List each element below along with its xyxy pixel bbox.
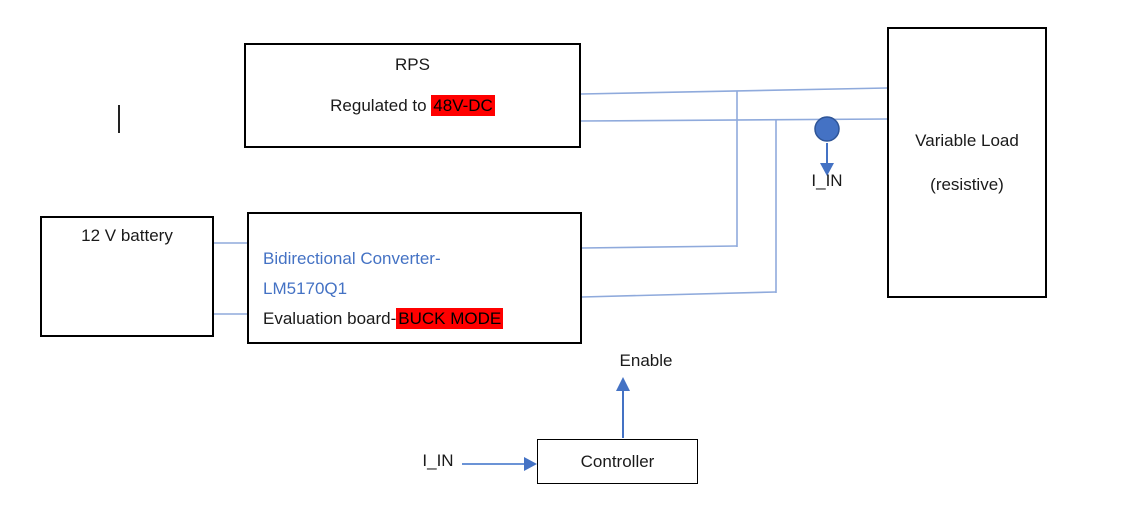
probe-current-label: I_IN xyxy=(811,171,843,190)
load-label-line1: Variable Load xyxy=(915,130,1019,150)
converter-title-line1: Bidirectional Converter- xyxy=(263,249,441,268)
battery-block: 12 V battery xyxy=(40,216,214,337)
wire-converter-out-top xyxy=(581,245,738,249)
converter-block: Bidirectional Converter- LM5170Q1 Evalua… xyxy=(247,212,582,344)
rps-subtitle-prefix: Regulated to xyxy=(330,96,432,115)
current-probe-node xyxy=(814,116,840,142)
enable-label: Enable xyxy=(619,351,673,370)
rps-voltage-highlight: 48V-DC xyxy=(431,95,495,116)
battery-label: 12 V battery xyxy=(81,226,173,245)
probe-arrow-head-icon xyxy=(820,163,834,176)
wire-converter-out-bottom xyxy=(581,291,777,298)
wire-rps-load-bottom xyxy=(580,118,888,122)
stray-cursor-mark xyxy=(118,105,120,133)
controller-input-label: I_IN xyxy=(422,451,454,470)
controller-block: Controller xyxy=(537,439,698,484)
rps-title: RPS xyxy=(395,55,430,74)
rps-block: RPS Regulated to 48V-DC xyxy=(244,43,581,148)
controller-input-arrow-head-icon xyxy=(524,457,537,471)
controller-label: Controller xyxy=(580,451,655,471)
converter-title-line2: LM5170Q1 xyxy=(263,279,348,298)
variable-load-block: Variable Load (resistive) xyxy=(887,27,1047,298)
converter-mode-highlight: BUCK MODE xyxy=(396,308,504,329)
wire-rps-load-top xyxy=(580,87,888,95)
load-label-line2: (resistive) xyxy=(930,174,1004,194)
converter-mode-line: Evaluation board-BUCK MODE xyxy=(263,304,580,334)
rps-subtitle: Regulated to 48V-DC xyxy=(330,95,495,116)
converter-mode-prefix: Evaluation board- xyxy=(263,309,397,328)
enable-arrow-head-icon xyxy=(616,377,630,391)
